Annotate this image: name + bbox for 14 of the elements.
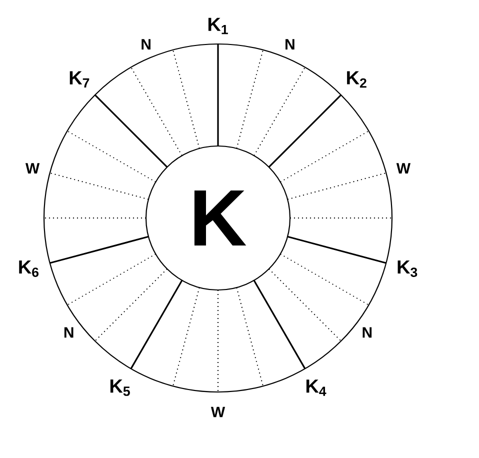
sector-label: K$_{7}$ [70, 71, 90, 88]
letter-label: N [142, 39, 150, 50]
sector-label: K$_{4}$ [306, 380, 326, 396]
letter-label: N [64, 327, 74, 338]
letter-label: N [286, 39, 294, 50]
sector-label: K$_{5}$ [110, 380, 130, 396]
sector-label: K$_{2}$ [347, 71, 366, 88]
letter-label: W [396, 163, 411, 174]
letter-label: W [210, 406, 226, 418]
sector-label: K$_{1}$ [208, 18, 228, 34]
sector-label: K$_{3}$ [398, 260, 418, 278]
letter-label: N [362, 327, 372, 338]
letter-label: W [25, 163, 40, 174]
sector-label: K$_{6}$ [19, 260, 38, 277]
